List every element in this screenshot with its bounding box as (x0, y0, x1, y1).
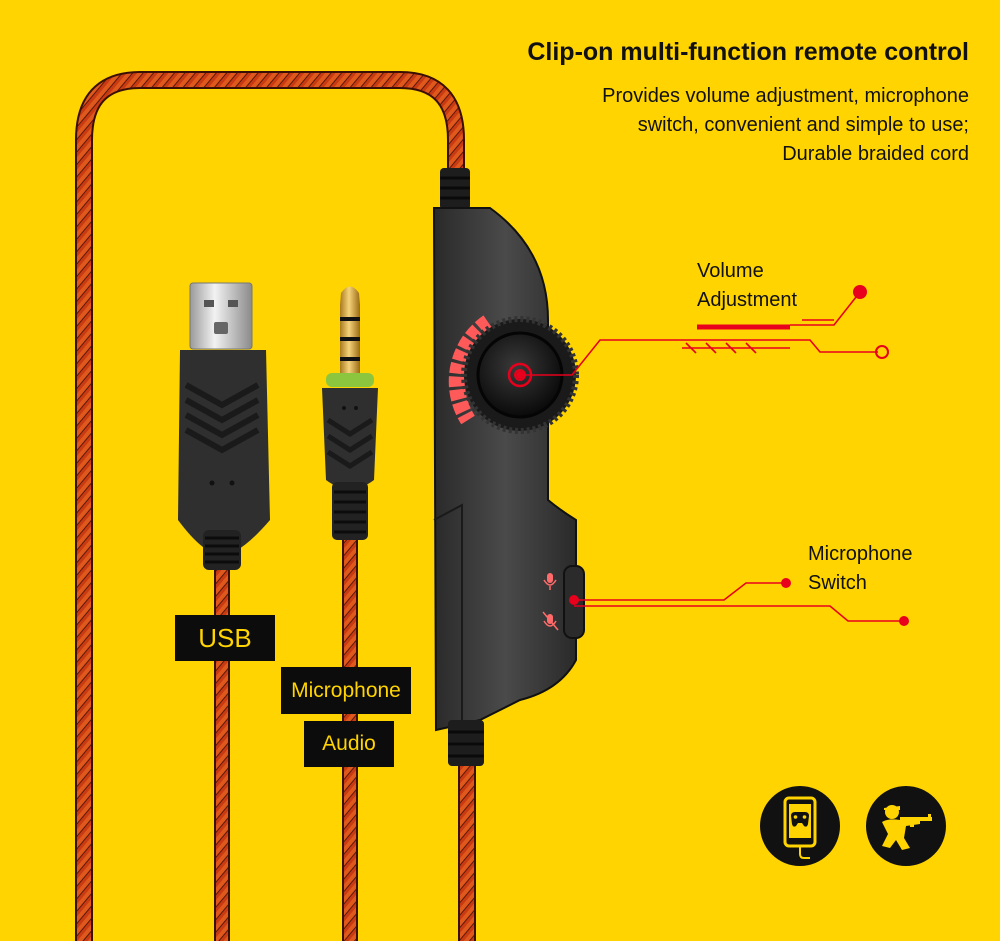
description-line: switch, convenient and simple to use; (637, 114, 969, 136)
audio-tag: Audio (304, 721, 394, 767)
inline-remote (432, 168, 585, 766)
usb-tag: USB (175, 615, 275, 661)
page-title: Clip-on multi-function remote control (527, 38, 969, 66)
volume-adjustment-label: Volume Adjustment (697, 257, 797, 315)
feature-description: Provides volume adjustment, microphone s… (602, 82, 969, 169)
audio-jack-connector (322, 286, 378, 540)
mic-switch-label-line: Switch (808, 572, 867, 594)
volume-label-line: Adjustment (697, 289, 798, 311)
description-line: Durable braided cord (782, 143, 969, 165)
braided-cables (75, 71, 476, 941)
phone-game-icon (760, 786, 840, 866)
mic-on-icon (543, 573, 557, 590)
microphone-switch-label: Microphone Switch (808, 540, 913, 598)
usb-connector (178, 282, 270, 570)
mic-switch-label-line: Microphone (808, 543, 913, 565)
soldier-icon (866, 786, 946, 866)
mic-off-icon (542, 611, 559, 631)
volume-label-line: Volume (697, 260, 764, 282)
mic-switch-callout-lines (574, 578, 909, 626)
microphone-tag: Microphone (281, 667, 411, 714)
description-line: Provides volume adjustment, microphone (602, 85, 969, 107)
volume-callout-lines (514, 285, 889, 381)
